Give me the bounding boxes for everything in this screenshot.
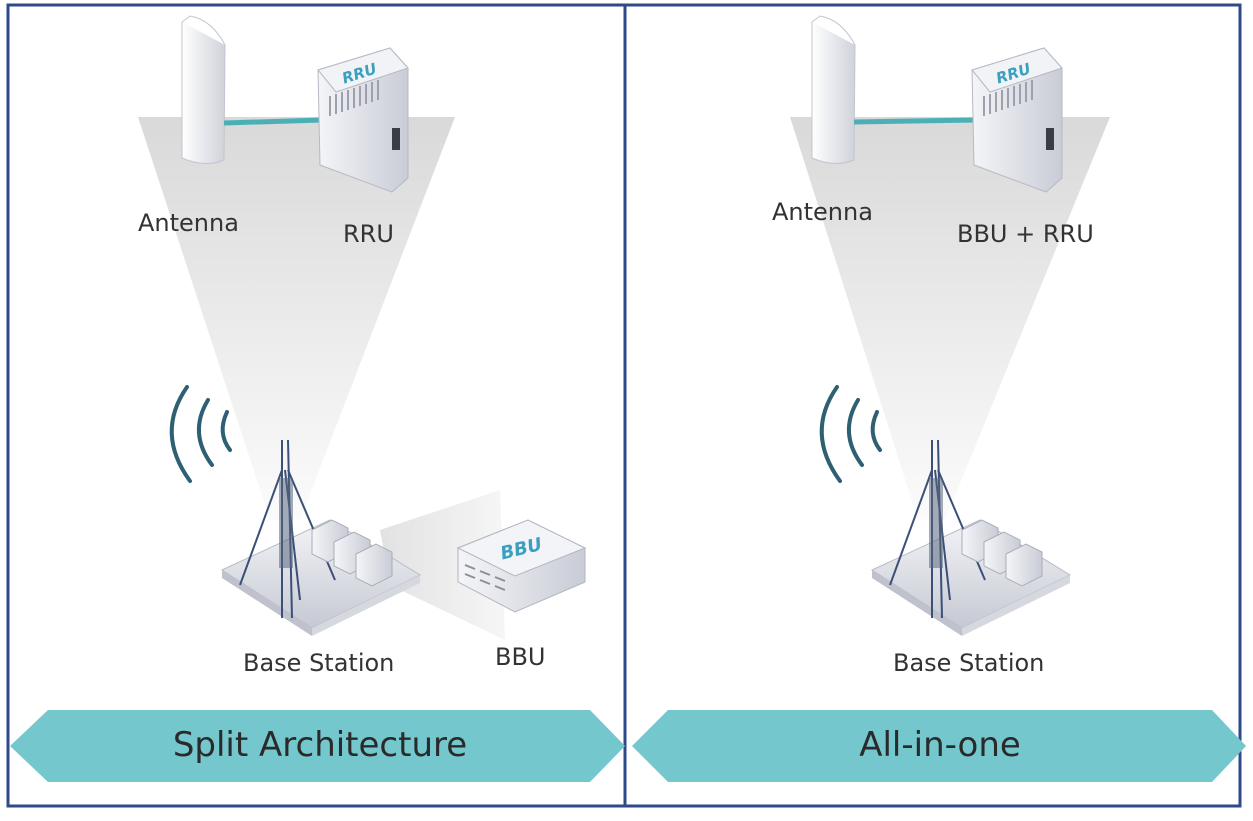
left-base-station-label: Base Station — [243, 649, 395, 677]
right-unit-label: BBU + RRU — [957, 220, 1094, 248]
left-banner-label: Split Architecture — [172, 725, 468, 765]
left-beam — [138, 117, 455, 520]
right-banner — [632, 710, 1246, 782]
right-base-station-label: Base Station — [893, 649, 1045, 677]
right-beam — [790, 117, 1110, 520]
right-antenna-icon — [811, 15, 856, 164]
right-antenna-label: Antenna — [772, 198, 873, 226]
left-base-station-icon — [220, 439, 422, 636]
left-signal-waves-icon — [169, 385, 232, 483]
left-banner — [10, 710, 625, 782]
left-rru-label: RRU — [343, 220, 394, 248]
left-cable — [223, 117, 323, 126]
right-base-station-icon — [870, 439, 1072, 636]
right-banner-label: All-in-one — [859, 725, 1021, 765]
left-bbu-beam — [380, 490, 505, 640]
right-rru-icon — [971, 47, 1063, 193]
left-bbu-label: BBU — [495, 643, 546, 671]
left-panel: RRU — [10, 15, 625, 782]
left-bbu-icon — [456, 519, 587, 613]
right-signal-waves-icon — [819, 385, 882, 483]
right-panel: RRU — [632, 15, 1246, 782]
right-cable — [853, 117, 977, 125]
left-antenna-icon — [181, 15, 226, 164]
left-antenna-label: Antenna — [138, 209, 239, 237]
left-rru-icon — [317, 47, 409, 193]
